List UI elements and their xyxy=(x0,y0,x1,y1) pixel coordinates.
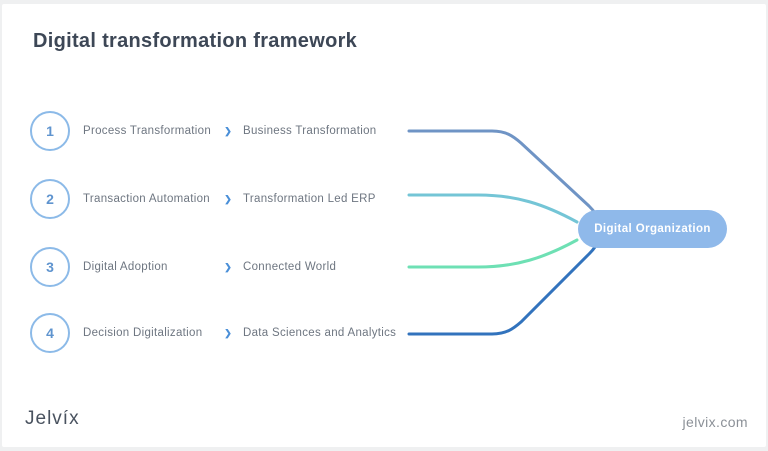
step-result: Business Transformation xyxy=(243,125,377,137)
step-number: 4 xyxy=(46,325,54,341)
framework-row-3: 3 Digital Adoption ❯ Connected World xyxy=(30,247,336,287)
step-label: Digital Adoption xyxy=(83,261,168,273)
chevron-right-icon: ❯ xyxy=(224,261,232,272)
step-result: Connected World xyxy=(243,261,337,273)
step-number: 3 xyxy=(46,259,54,275)
step-number: 2 xyxy=(46,191,54,207)
framework-row-1: 1 Process Transformation ❯ Business Tran… xyxy=(30,111,376,151)
step-number-badge: 4 xyxy=(30,313,70,353)
step-number-badge: 2 xyxy=(30,179,70,219)
page-title: Digital transformation framework xyxy=(33,30,358,52)
framework-row-4: 4 Decision Digitalization ❯ Data Science… xyxy=(30,313,396,353)
step-number-badge: 1 xyxy=(30,111,70,151)
digital-organization-node: Digital Organization xyxy=(578,210,727,248)
step-result: Data Sciences and Analytics xyxy=(243,327,397,339)
step-label: Decision Digitalization xyxy=(83,327,203,339)
website-url: jelvix.com xyxy=(682,414,748,430)
chevron-right-icon: ❯ xyxy=(224,125,232,136)
chevron-right-icon: ❯ xyxy=(224,327,232,338)
step-label: Transaction Automation xyxy=(83,193,210,205)
step-number: 1 xyxy=(46,123,54,139)
chevron-right-icon: ❯ xyxy=(224,193,232,204)
framework-row-2: 2 Transaction Automation ❯ Transformatio… xyxy=(30,179,376,219)
jelvix-logo: Jelvíx xyxy=(25,408,80,429)
step-result: Transformation Led ERP xyxy=(243,193,376,205)
step-label: Process Transformation xyxy=(83,125,212,137)
step-number-badge: 3 xyxy=(30,247,70,287)
